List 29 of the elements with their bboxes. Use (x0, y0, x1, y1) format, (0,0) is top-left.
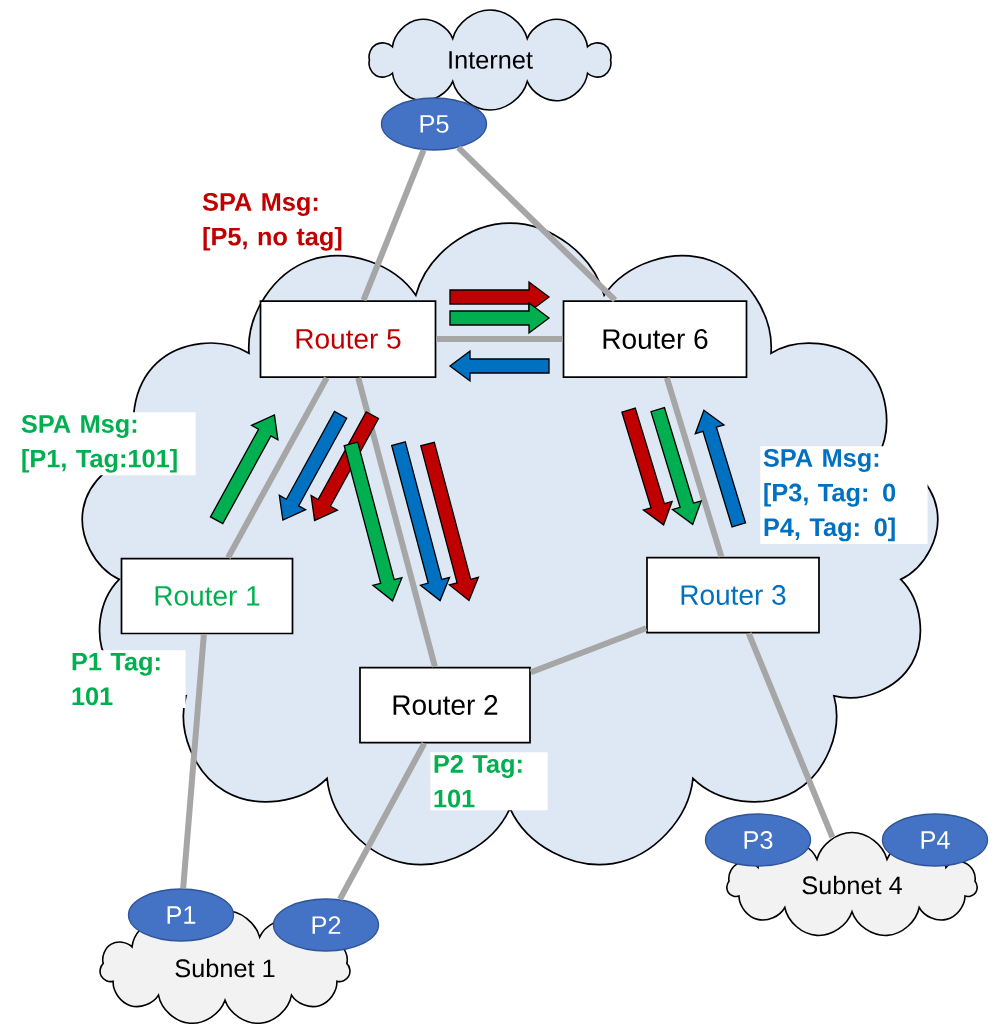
block-arrow (209, 414, 279, 525)
link-line (360, 149, 427, 302)
link-line (337, 741, 427, 901)
message-label: P1 Tag: 101 (68, 650, 186, 708)
message-label: SPA Msg: [P3, Tag: 0 P4, Tag: 0] (760, 446, 928, 544)
router-box: Router 1 (120, 557, 294, 635)
router-box: Router 3 (646, 556, 820, 634)
message-label: SPA Msg: [P1, Tag:101] (18, 412, 196, 476)
router-box: Router 6 (562, 300, 748, 378)
block-arrow (420, 441, 480, 602)
link-line (355, 377, 438, 668)
block-arrow (278, 410, 348, 522)
link-line (663, 377, 725, 558)
link-line (745, 632, 836, 839)
block-arrow (343, 441, 403, 602)
internet-cloud: Internet (368, 9, 612, 111)
router-box: Router 5 (259, 300, 437, 378)
link-line (225, 376, 330, 560)
router-box: Router 2 (359, 666, 531, 744)
link-line (529, 625, 648, 676)
message-label: SPA Msg: [P5, no tag] (199, 190, 365, 254)
link-line (436, 336, 563, 342)
block-arrow (448, 349, 550, 383)
message-label: P2 Tag: 101 (430, 752, 548, 811)
block-arrow (650, 406, 703, 526)
block-arrow (694, 409, 747, 528)
block-arrow (449, 301, 551, 335)
block-arrow (621, 407, 674, 526)
link-line (180, 634, 207, 889)
